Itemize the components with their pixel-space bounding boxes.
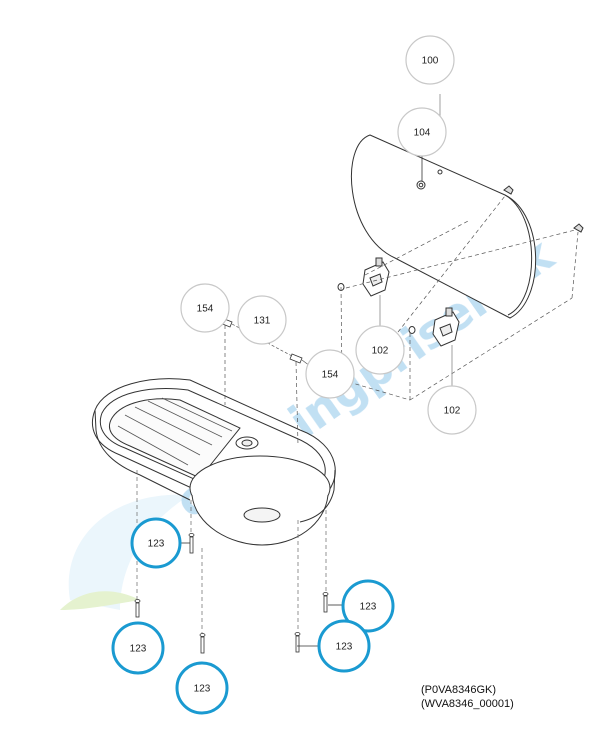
callout-label: 154	[197, 304, 214, 315]
callout-label: 123	[130, 644, 147, 655]
callout-circle	[175, 661, 229, 715]
hinge-left	[362, 257, 390, 297]
callout-label: 102	[444, 406, 461, 417]
watermark-logo	[60, 494, 190, 610]
callout-circle	[317, 619, 371, 673]
cover-knob-inner	[418, 182, 424, 188]
callout-123: 123	[341, 579, 395, 633]
callout-label: 131	[254, 316, 271, 327]
cover-pin-far	[573, 223, 584, 233]
glass-cover-edge	[504, 194, 533, 316]
callout-label: 104	[414, 128, 431, 139]
callout-label: 123	[360, 602, 377, 613]
callout-123: 123	[111, 621, 165, 675]
callout-label: 102	[372, 346, 389, 357]
bowl-drain	[243, 507, 281, 523]
sink-side-wall-right	[299, 469, 336, 523]
callout-131: 131	[237, 295, 287, 345]
mounting-screws	[134, 533, 329, 654]
callout-circle	[355, 325, 405, 375]
callout-154: 154	[305, 349, 355, 399]
callout-label: 154	[322, 370, 339, 381]
pin-bottom	[289, 353, 303, 364]
callout-label: 123	[148, 539, 165, 550]
callout-circle	[397, 107, 447, 157]
callout-100: 100	[405, 35, 455, 85]
drainer-ribs	[117, 397, 233, 466]
hinge-right	[432, 307, 460, 347]
callout-circle	[405, 35, 455, 85]
drainer-waste-hole-inner	[241, 439, 253, 447]
callout-circle	[180, 283, 230, 333]
drawing-code: (WVA8346_00001)	[421, 698, 514, 710]
glass-cover-outline	[351, 134, 537, 319]
part-number-caption: (P0VA8346GK) (WVA8346_00001)	[421, 683, 514, 711]
cover-hole	[437, 169, 443, 175]
callout-154: 154	[180, 283, 230, 333]
sink-body	[91, 378, 336, 546]
drainer-surface	[108, 398, 241, 479]
callouts: 100 104 154 131 154 102 102 123 123 123 123 123	[111, 35, 477, 715]
callout-circle	[111, 621, 165, 675]
cover-pin-right	[503, 185, 514, 195]
hinge-screw-right	[408, 326, 416, 334]
glass-cover	[351, 134, 584, 319]
callout-circle	[427, 385, 477, 435]
sink-side-wall	[94, 409, 191, 501]
callout-102: 102	[427, 385, 477, 435]
callout-circle	[305, 349, 355, 399]
callout-123: 123	[130, 517, 182, 569]
leaders-123	[180, 542, 344, 647]
callout-102: 102	[355, 325, 405, 375]
callout-123: 123	[317, 619, 371, 673]
callout-label: 123	[336, 642, 353, 653]
callout-circle	[341, 579, 395, 633]
callout-104: 104	[397, 107, 447, 157]
callout-label: 123	[194, 684, 211, 695]
callout-circle	[130, 517, 182, 569]
model-code: (P0VA8346GK)	[421, 684, 497, 696]
callout-label: 100	[422, 56, 439, 67]
callout-circle	[237, 295, 287, 345]
callout-123: 123	[175, 661, 229, 715]
